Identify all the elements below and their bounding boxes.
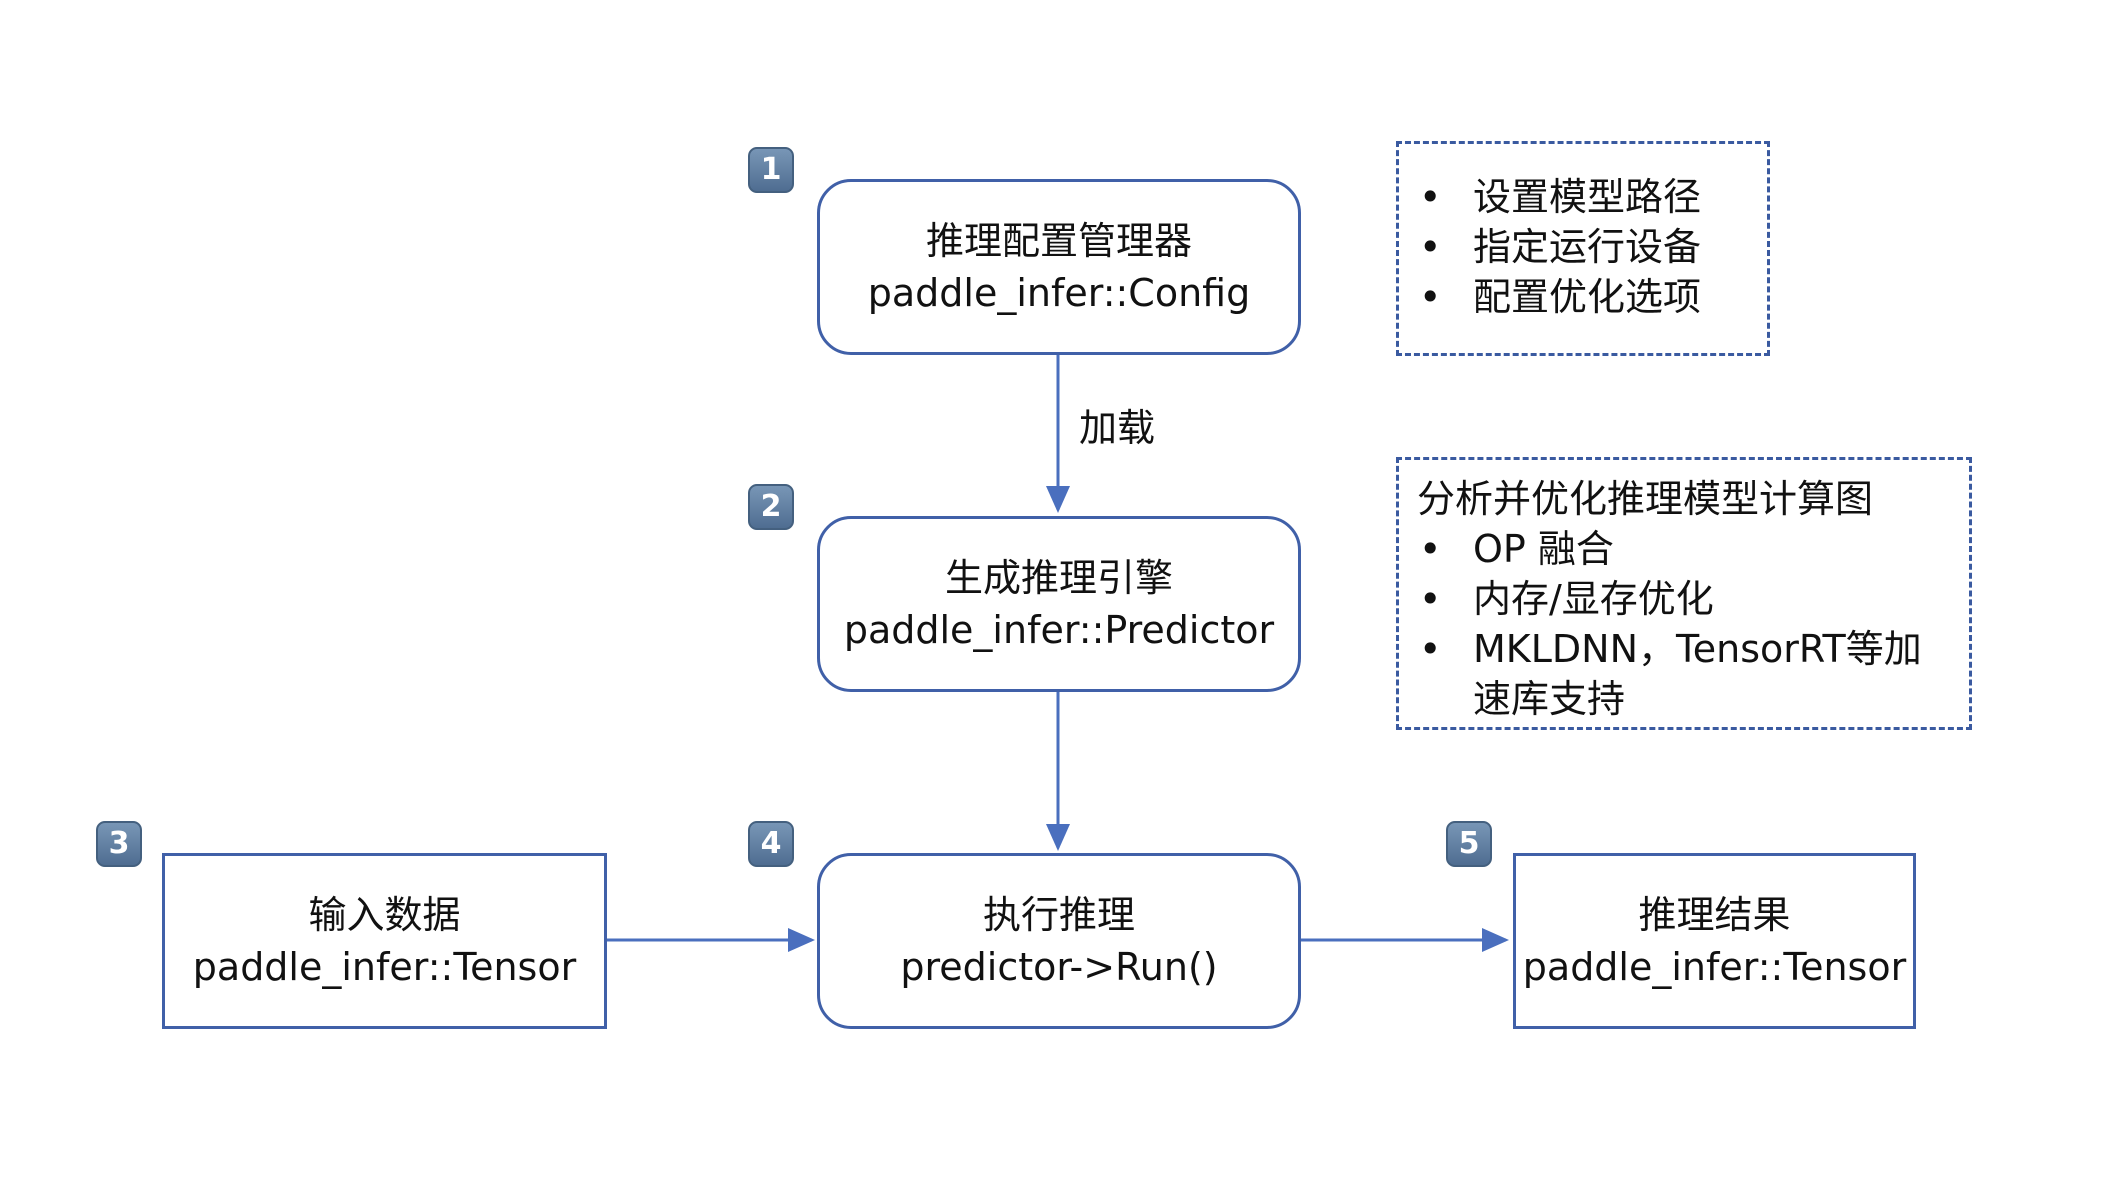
node-predictor-title: 生成推理引擎	[944, 556, 1173, 600]
node-result: 推理结果 paddle_infer::Tensor	[1513, 853, 1916, 1029]
note-config-item: 配置优化选项	[1417, 272, 1749, 322]
node-input-api: paddle_infer::Tensor	[192, 945, 577, 989]
note-config: 设置模型路径 指定运行设备 配置优化选项	[1396, 141, 1770, 356]
node-predictor-api: paddle_infer::Predictor	[843, 608, 1275, 652]
node-input: 输入数据 paddle_infer::Tensor	[162, 853, 607, 1029]
node-run-api: predictor->Run()	[900, 945, 1218, 989]
node-predictor: 生成推理引擎 paddle_infer::Predictor	[817, 516, 1301, 692]
node-run-title: 执行推理	[982, 893, 1135, 937]
step-badge-3: 3	[96, 821, 142, 867]
node-config-api: paddle_infer::Config	[867, 271, 1251, 315]
note-predictor-list: OP 融合 内存/显存优化 MKLDNN，TensorRT等加速库支持	[1417, 524, 1951, 724]
node-input-title: 输入数据	[308, 893, 461, 937]
note-config-list: 设置模型路径 指定运行设备 配置优化选项	[1417, 172, 1749, 322]
note-predictor-item: MKLDNN，TensorRT等加速库支持	[1417, 624, 1951, 724]
node-result-title: 推理结果	[1638, 893, 1791, 937]
note-predictor-item: 内存/显存优化	[1417, 574, 1951, 624]
step-badge-1: 1	[748, 147, 794, 193]
node-config: 推理配置管理器 paddle_infer::Config	[817, 179, 1301, 355]
node-run: 执行推理 predictor->Run()	[817, 853, 1301, 1029]
note-predictor: 分析并优化推理模型计算图 OP 融合 内存/显存优化 MKLDNN，Tensor…	[1396, 457, 1972, 730]
edge-label-load: 加载	[1079, 406, 1156, 450]
note-predictor-heading: 分析并优化推理模型计算图	[1417, 477, 1874, 521]
node-config-title: 推理配置管理器	[925, 219, 1192, 263]
note-config-item: 设置模型路径	[1417, 172, 1749, 222]
step-badge-4: 4	[748, 821, 794, 867]
note-config-item: 指定运行设备	[1417, 222, 1749, 272]
node-result-api: paddle_infer::Tensor	[1522, 945, 1907, 989]
step-badge-5: 5	[1446, 821, 1492, 867]
note-predictor-item: OP 融合	[1417, 524, 1951, 574]
step-badge-2: 2	[748, 484, 794, 530]
